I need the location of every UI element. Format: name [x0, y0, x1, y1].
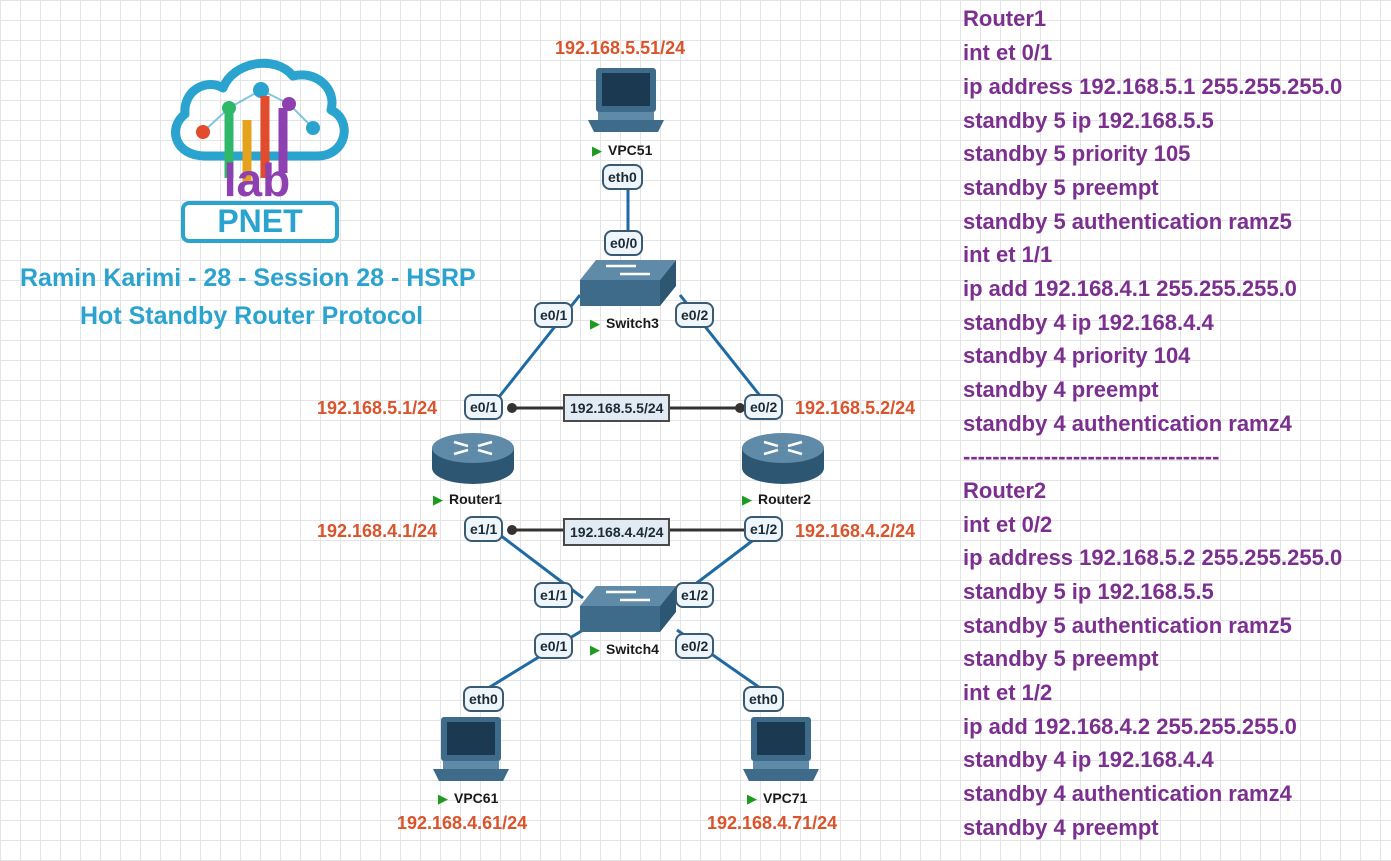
lab-wordmark: lab [224, 154, 290, 206]
pnet-wordmark: PNET [217, 203, 303, 239]
switch4-name[interactable]: ▶Switch4 [590, 641, 659, 657]
switch-icon[interactable] [578, 584, 678, 636]
config-line: standby 5 ip 192.168.5.5 [963, 579, 1214, 604]
config-line: standby 4 ip 192.168.4.4 [963, 310, 1214, 335]
config-divider: ----------------------------------- [963, 444, 1220, 469]
config-line: standby 5 preempt [963, 175, 1159, 200]
vpc61-ip-label: 192.168.4.61/24 [397, 813, 528, 833]
hsrp-endpoint [735, 403, 745, 413]
switch4-port-e0-1[interactable]: e0/1 [534, 633, 574, 659]
config-line: ip add 192.168.4.1 255.255.255.0 [963, 276, 1297, 301]
virtual-ip-top: 192.168.5.5/24 [563, 394, 671, 422]
router1-name[interactable]: ▶Router1 [433, 491, 502, 507]
diagram-subtitle: Hot Standby Router Protocol [80, 302, 424, 330]
config-line: Router1 [963, 6, 1047, 31]
config-line: standby 4 ip 192.168.4.4 [963, 747, 1214, 772]
router1-port-e0-1[interactable]: e0/1 [464, 394, 504, 420]
switch4-port-e0-2[interactable]: e0/2 [675, 633, 715, 659]
switch3-port-e0-1[interactable]: e0/1 [534, 302, 574, 328]
switch-icon[interactable] [578, 258, 678, 310]
config-line: ip add 192.168.4.2 255.255.255.0 [963, 714, 1297, 739]
router2-port-e0-2[interactable]: e0/2 [744, 394, 784, 420]
router2-ip-bottom: 192.168.4.2/24 [795, 521, 916, 541]
vpc51-name[interactable]: ▶VPC51 [592, 142, 653, 158]
config-line: int et 1/2 [963, 680, 1053, 705]
switch4-port-e1-2[interactable]: e1/2 [675, 582, 715, 608]
config-line: standby 5 authentication ramz5 [963, 613, 1292, 638]
router1-port-e1-1[interactable]: e1/1 [464, 516, 504, 542]
config-line: Router2 [963, 478, 1047, 503]
hsrp-endpoint [507, 525, 517, 535]
config-line: int et 0/1 [963, 40, 1053, 65]
virtual-ip-bottom: 192.168.4.4/24 [563, 518, 671, 546]
pc-icon[interactable] [743, 713, 823, 785]
config-line: standby 4 authentication ramz4 [963, 411, 1292, 436]
config-line: standby 4 priority 104 [963, 343, 1191, 368]
switch3-port-e0-2[interactable]: e0/2 [675, 302, 715, 328]
config-line: standby 5 authentication ramz5 [963, 209, 1292, 234]
pc-icon[interactable] [433, 713, 513, 785]
vpc71-ip-label: 192.168.4.71/24 [707, 813, 838, 833]
config-line: standby 5 ip 192.168.5.5 [963, 108, 1214, 133]
diagram-title: Ramin Karimi - 28 - Session 28 - HSRP [20, 264, 476, 292]
router2-name[interactable]: ▶Router2 [742, 491, 811, 507]
config-line: int et 1/1 [963, 242, 1053, 267]
router-icon[interactable] [430, 432, 516, 486]
config-line: standby 4 authentication ramz4 [963, 781, 1292, 806]
config-line: standby 5 priority 105 [963, 141, 1191, 166]
router2-ip-top: 192.168.5.2/24 [795, 398, 916, 418]
config-line: standby 5 preempt [963, 646, 1159, 671]
router1-ip-top: 192.168.5.1/24 [317, 398, 438, 418]
pnet-logo: lab PNET [171, 58, 349, 243]
config-line: ip address 192.168.5.1 255.255.255.0 [963, 74, 1343, 99]
pc-icon[interactable] [588, 64, 668, 136]
config-line: standby 4 preempt [963, 815, 1159, 840]
router1-ip-bottom: 192.168.4.1/24 [317, 521, 438, 541]
switch3-name[interactable]: ▶Switch3 [590, 315, 659, 331]
hsrp-endpoint [507, 403, 517, 413]
router-icon[interactable] [740, 432, 826, 486]
vpc71-port-eth0[interactable]: eth0 [743, 686, 784, 712]
vpc51-port-eth0[interactable]: eth0 [602, 164, 643, 190]
vpc61-name[interactable]: ▶VPC61 [438, 790, 499, 806]
switch4-port-e1-1[interactable]: e1/1 [534, 582, 574, 608]
switch3-port-e0-0[interactable]: e0/0 [604, 230, 644, 256]
vpc61-port-eth0[interactable]: eth0 [463, 686, 504, 712]
config-line: ip address 192.168.5.2 255.255.255.0 [963, 545, 1343, 570]
router2-port-e1-2[interactable]: e1/2 [744, 516, 784, 542]
vpc71-name[interactable]: ▶VPC71 [747, 790, 808, 806]
config-line: int et 0/2 [963, 512, 1053, 537]
vpc51-ip-label: 192.168.5.51/24 [555, 38, 686, 58]
config-line: standby 4 preempt [963, 377, 1159, 402]
